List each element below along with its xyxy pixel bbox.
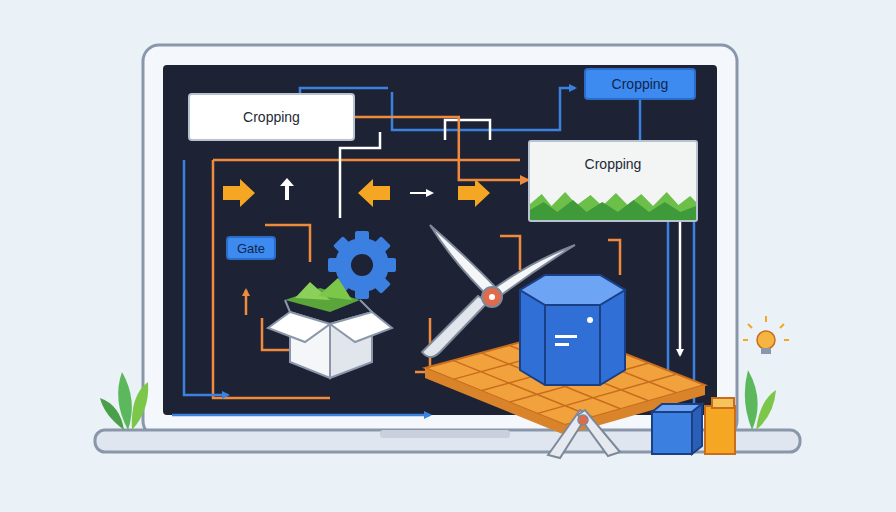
cubes [652,398,735,454]
button-box: Cropping [584,68,696,100]
cubes-part [705,406,735,454]
device-cube-part [545,305,600,385]
cubes-part [692,404,702,454]
lightbulb-part [743,316,789,340]
open-box-part [330,312,392,342]
flow-lines-part [608,240,620,275]
block-arrows [223,178,490,207]
scissors-part [482,287,502,307]
node-label: Cropping [612,76,669,92]
plants-part [756,390,776,430]
connector [355,117,528,180]
small-scissors-part [578,415,588,425]
laptop [95,45,800,452]
block-arrows-part [410,192,432,194]
device-cube-part [555,335,577,338]
plants [100,370,776,430]
node-label: Gate [237,241,265,256]
node-label: Cropping [585,156,642,172]
button-box: Gate [226,236,276,260]
connector [639,100,642,140]
flow-lines-part [679,222,682,355]
flow-lines-part [392,88,575,130]
device-cube-part [587,317,593,323]
plants-part [100,398,124,430]
block-arrows-part [280,178,294,200]
flow-lines-part [500,236,520,270]
flow-lines-part [340,132,380,218]
device-cube-part [555,343,569,346]
laptop-part [143,45,737,437]
flow-lines-part [693,222,696,405]
process-box: Cropping [188,93,355,141]
laptop-part [380,430,510,438]
block-arrows-part [358,179,390,207]
flow-lines-part [213,159,520,162]
small-scissors-part [548,410,588,458]
plants-part [745,370,758,430]
preview-box: Cropping [528,140,698,222]
lightbulb-part [761,348,771,354]
block-arrows-part [458,179,490,207]
scissors-part [422,296,488,357]
scissors-part [492,245,575,296]
open-box-part [318,278,352,300]
scissors-part [489,294,495,300]
small-scissors [548,410,620,458]
open-box [268,278,392,378]
small-scissors-part [578,410,620,456]
flow-lines-part [184,160,228,395]
open-box-part [285,300,372,312]
device-cube [520,275,625,385]
lightbulb-part [757,331,775,349]
gear-icon-part [351,254,373,276]
block-arrows-part [223,179,255,207]
flow-lines-part [245,290,248,315]
mountain-strip-part [530,192,696,220]
node-label: Cropping [243,109,300,125]
open-box-part [268,312,330,342]
mountain-strip-part [530,200,696,220]
mountain-strip [530,190,696,220]
flow-lines-part [445,120,490,140]
open-box-part [285,288,360,312]
flow-lines-part [213,160,330,398]
cubes-part [652,412,692,454]
scissors [422,225,575,357]
device-cube-part [520,275,625,305]
cubes-part [712,398,734,408]
gear-icon-part [335,238,389,292]
lightbulb [743,316,789,354]
plants-part [132,382,148,430]
flow-lines-part [172,414,430,417]
device-cube-part [520,275,625,385]
